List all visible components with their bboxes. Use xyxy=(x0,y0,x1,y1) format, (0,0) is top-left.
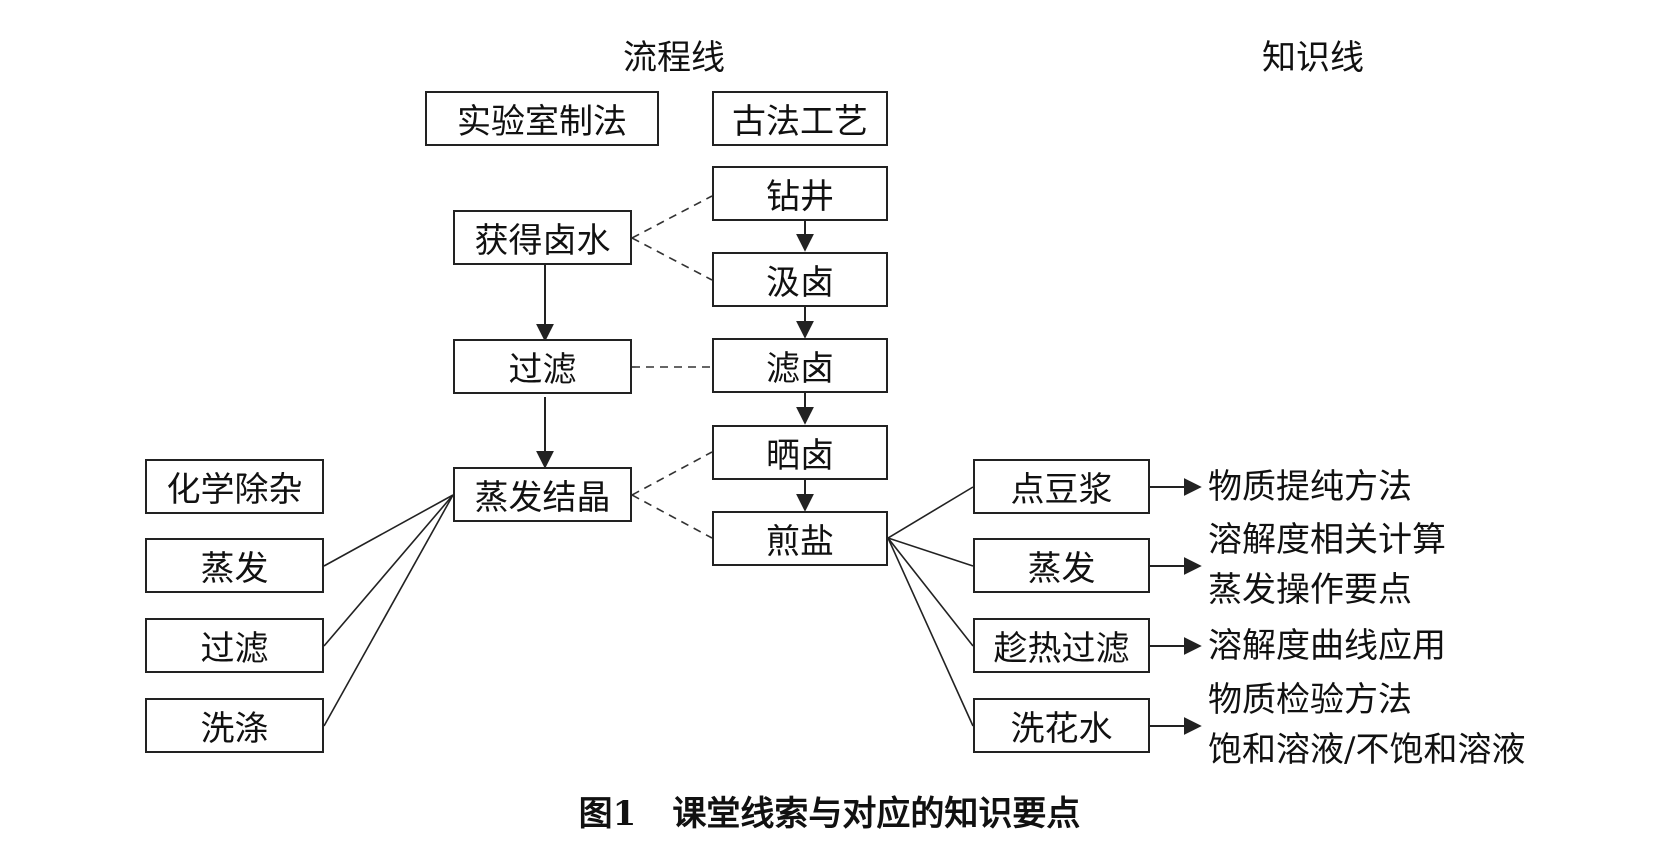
step-filter: 过滤 xyxy=(453,339,632,394)
point-solubility-curve: 溶解度曲线应用 xyxy=(1208,626,1446,666)
line-evaporate-item xyxy=(323,494,454,567)
header-knowledge-line: 知识线 xyxy=(1262,38,1364,78)
point-substance-testing: 物质检验方法 xyxy=(1208,680,1412,720)
line-boil-evaporate xyxy=(887,537,974,567)
figure-title: 课堂线索与对应的知识要点 xyxy=(672,794,1081,834)
dash-brine-drill xyxy=(631,195,713,239)
step-evaporate-crystallize: 蒸发结晶 xyxy=(453,467,632,522)
point-evaporation-essentials: 蒸发操作要点 xyxy=(1208,570,1412,610)
point-solubility-calculation: 溶解度相关计算 xyxy=(1208,520,1446,560)
point-saturated-solution: 饱和溶液/不饱和溶液 xyxy=(1208,730,1526,770)
line-filter-item xyxy=(323,494,454,647)
chem-item-evaporate: 蒸发 xyxy=(145,538,324,593)
knowledge-hot-filter: 趁热过滤 xyxy=(973,618,1150,673)
line-boil-hotfilter xyxy=(887,537,974,647)
craft-draw-brine: 汲卤 xyxy=(712,252,888,307)
knowledge-wash-flower: 洗花水 xyxy=(973,698,1150,753)
line-boil-washflower xyxy=(887,537,974,727)
chemistry-title: 化学除杂 xyxy=(145,459,324,514)
dash-evap-sun xyxy=(631,451,713,496)
lab-method-title: 实验室制法 xyxy=(425,91,659,146)
chem-item-filter: 过滤 xyxy=(145,618,324,673)
figure-number: 图1 xyxy=(578,794,637,834)
dash-brine-draw xyxy=(631,237,713,281)
craft-filter-brine: 滤卤 xyxy=(712,338,888,393)
craft-sun-brine: 晒卤 xyxy=(712,425,888,480)
line-wash-item xyxy=(323,494,454,727)
knowledge-evaporate: 蒸发 xyxy=(973,538,1150,593)
dash-evap-boil xyxy=(631,494,713,539)
chem-item-wash: 洗涤 xyxy=(145,698,324,753)
point-purification-method: 物质提纯方法 xyxy=(1208,467,1412,507)
figure-caption: 图1 课堂线索与对应的知识要点 xyxy=(0,786,1659,835)
craft-boil-salt: 煎盐 xyxy=(712,511,888,566)
knowledge-tofu: 点豆浆 xyxy=(973,459,1150,514)
craft-drill: 钻井 xyxy=(712,166,888,221)
line-boil-tofu xyxy=(887,486,974,539)
ancient-craft-title: 古法工艺 xyxy=(712,91,888,146)
header-process-line: 流程线 xyxy=(623,38,725,78)
step-get-brine: 获得卤水 xyxy=(453,210,632,265)
